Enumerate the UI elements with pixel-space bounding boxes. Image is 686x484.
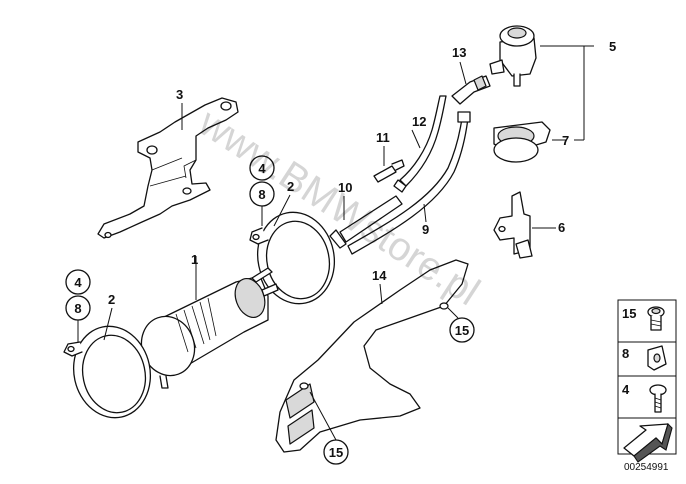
legend-item-4-number: 4 (622, 382, 630, 397)
label-part-12: 12 (412, 114, 426, 129)
callout-4-lower: 4 (65, 269, 91, 295)
heat-shield-part-14 (275, 259, 469, 453)
label-part-5: 5 (609, 39, 616, 54)
callout-8-lower: 8 (65, 295, 91, 321)
callout-8-lower-text: 8 (74, 301, 81, 316)
label-part-13: 13 (452, 45, 466, 60)
direction-arrow-icon (623, 422, 673, 463)
hose-part-10 (329, 195, 403, 249)
hose-part-12 (393, 95, 447, 193)
fuel-filter-part-1 (140, 256, 279, 389)
callout-15-upper-text: 15 (455, 323, 469, 338)
label-part-11: 11 (376, 130, 390, 145)
bolt-icon (649, 384, 667, 413)
image-code: 00254991 (624, 462, 669, 473)
label-part-6: 6 (558, 220, 565, 235)
legend-item-8: 8 (622, 345, 667, 371)
callout-4-upper: 4 (249, 155, 275, 181)
callout-8-upper: 8 (249, 181, 275, 207)
label-part-2-lower: 2 (108, 292, 115, 307)
screw-icon (647, 306, 665, 331)
callout-4-lower-text: 4 (74, 275, 82, 290)
label-part-10: 10 (338, 180, 352, 195)
callout-8-upper-text: 8 (258, 187, 265, 202)
valve-part-5 (489, 25, 594, 87)
ring-holder-part-7 (493, 46, 585, 163)
legend-item-15-number: 15 (622, 306, 636, 321)
label-part-14: 14 (372, 268, 387, 283)
legend-item-8-number: 8 (622, 346, 629, 361)
callout-4-upper-text: 4 (258, 161, 266, 176)
label-part-3: 3 (176, 87, 183, 102)
bracket-part-3 (97, 97, 239, 239)
legend-item-4: 4 (622, 382, 667, 413)
callout-15-lower: 15 (323, 439, 349, 465)
bracket-part-6 (493, 191, 556, 259)
hose-part-9 (347, 111, 471, 255)
clip-nut-icon (647, 345, 667, 371)
label-part-7: 7 (562, 133, 569, 148)
legend-panel: 15 8 4 (617, 299, 677, 463)
label-part-1: 1 (191, 252, 198, 267)
clamp-band-part-2-upper (249, 194, 336, 305)
clamp-band-part-2-lower (63, 307, 152, 419)
label-part-9: 9 (422, 222, 429, 237)
elbow-fitting-part-13 (451, 61, 491, 105)
connector-part-11 (373, 146, 405, 183)
label-part-2-upper: 2 (287, 179, 294, 194)
callout-15-upper: 15 (449, 317, 475, 343)
callout-15-lower-text: 15 (329, 445, 343, 460)
legend-item-15: 15 (622, 306, 665, 331)
